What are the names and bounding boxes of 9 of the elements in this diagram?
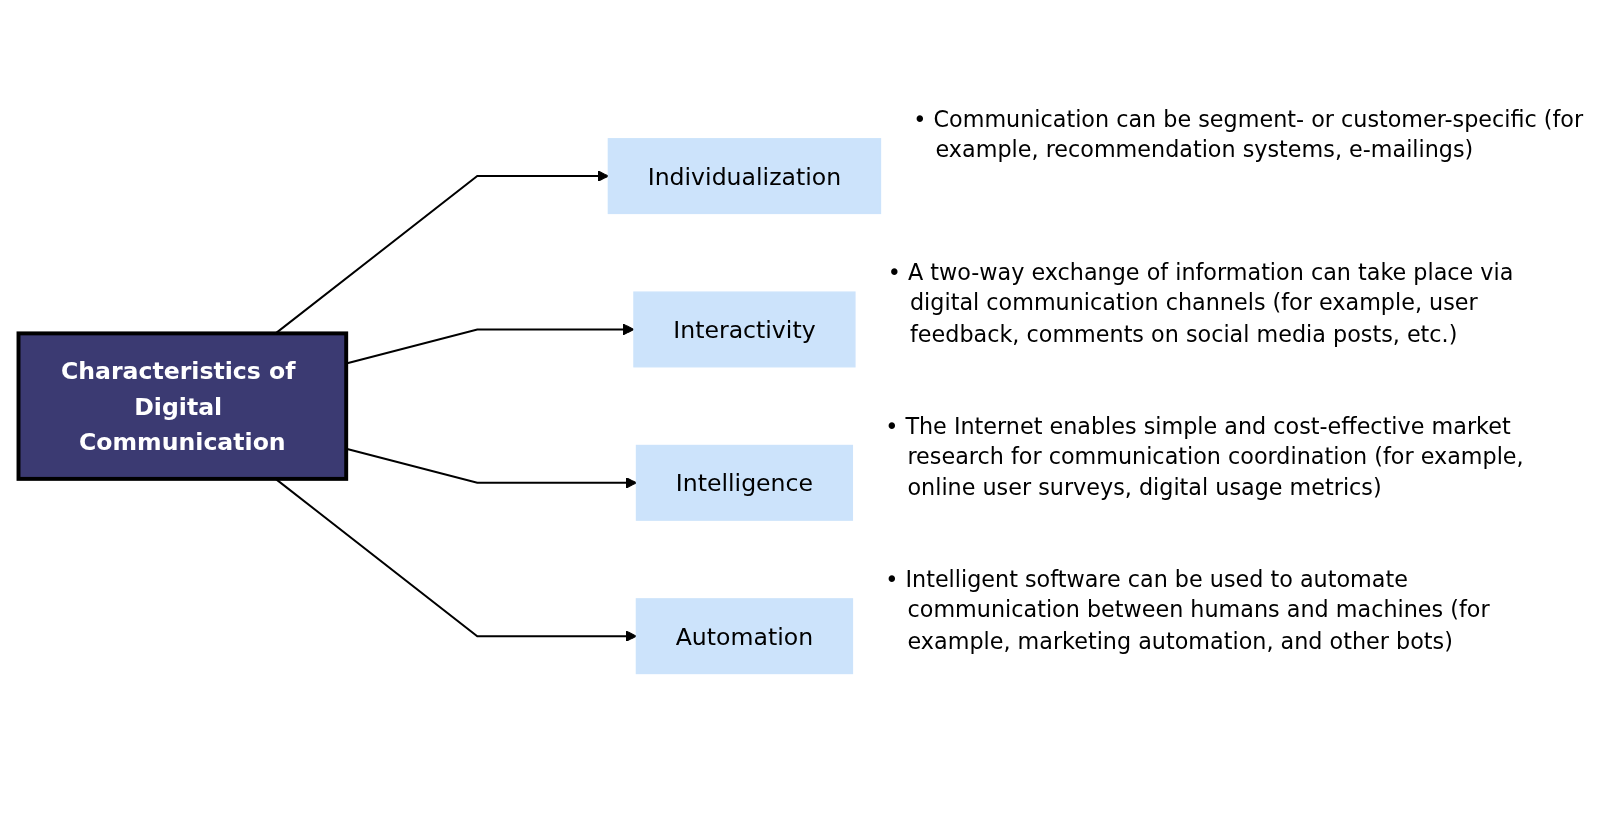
description-text: • A two-way exchange of information can take place via digital communication channels (for example, user feedback, comments on social media posts, etc.)	[887, 258, 1514, 350]
node-box: Individualization	[607, 138, 881, 215]
node-box: Characteristics of Digital Communication	[16, 331, 348, 482]
description-text: • Communication can be segment- or customer-specific (for example, recommendation systems, e-mailings)	[912, 104, 1584, 166]
node-box: Automation	[635, 598, 853, 675]
node-box: Interactivity	[632, 291, 856, 368]
description-text: • The Internet enables simple and cost-effective market research for communication coordination (for example, online user surveys, digital usage metrics)	[884, 411, 1525, 503]
node-box: Intelligence	[635, 445, 853, 522]
description-text: • Intelligent software can be used to automate communication between humans and machines (for example, marketing automation, and other bots)	[884, 564, 1491, 657]
